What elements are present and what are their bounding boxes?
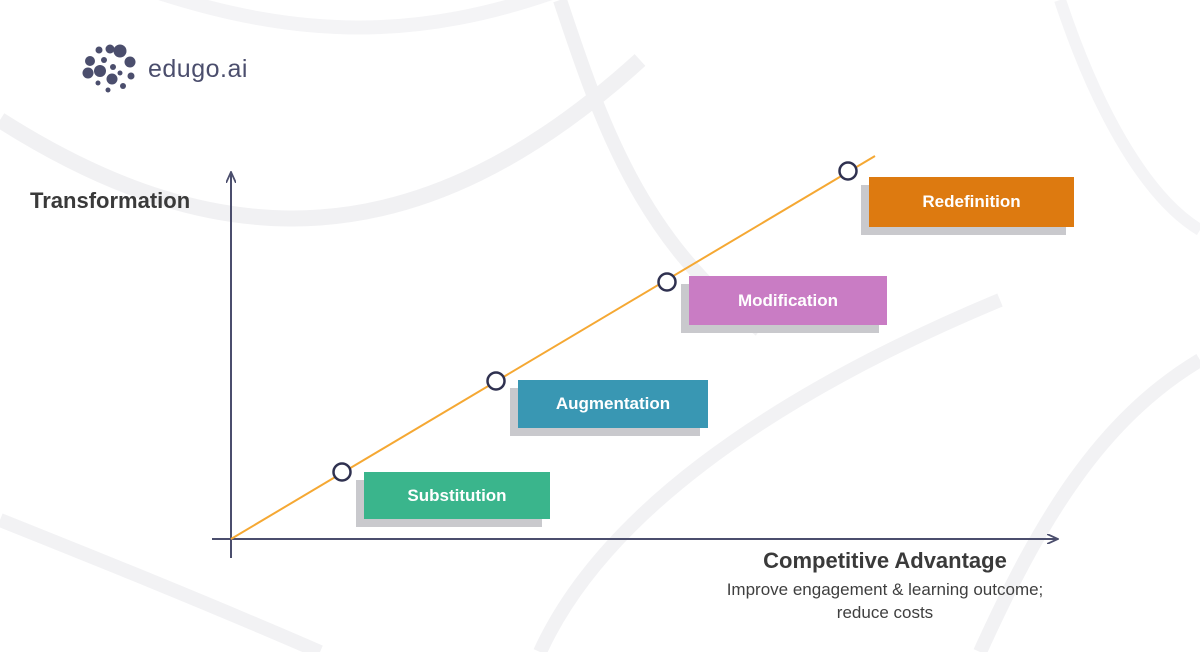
stage-box-modification: Modification xyxy=(689,276,887,325)
stage-box-substitution: Substitution xyxy=(364,472,550,519)
x-axis-subtitle-line1: Improve engagement & learning outcome; xyxy=(726,580,1044,599)
x-axis-subtitle-line2: reduce costs xyxy=(836,603,934,622)
brand-name: edugo.ai xyxy=(148,54,248,83)
y-axis-title: Transformation xyxy=(30,188,191,213)
stage-box-redefinition: Redefinition xyxy=(869,177,1074,227)
trend-line xyxy=(230,155,876,540)
x-axis-subtitle: Improve engagement & learning outcome; r… xyxy=(680,578,1090,624)
milestone-marker-augmentation xyxy=(486,371,506,391)
milestone-marker-substitution xyxy=(332,462,352,482)
x-axis-title: Competitive Advantage xyxy=(763,548,1007,573)
brand-logo: edugo.ai xyxy=(82,44,248,94)
milestone-marker-redefinition xyxy=(838,161,858,181)
milestone-marker-modification xyxy=(657,272,677,292)
dots-logo-icon xyxy=(82,44,136,93)
stage-box-augmentation: Augmentation xyxy=(518,380,708,428)
